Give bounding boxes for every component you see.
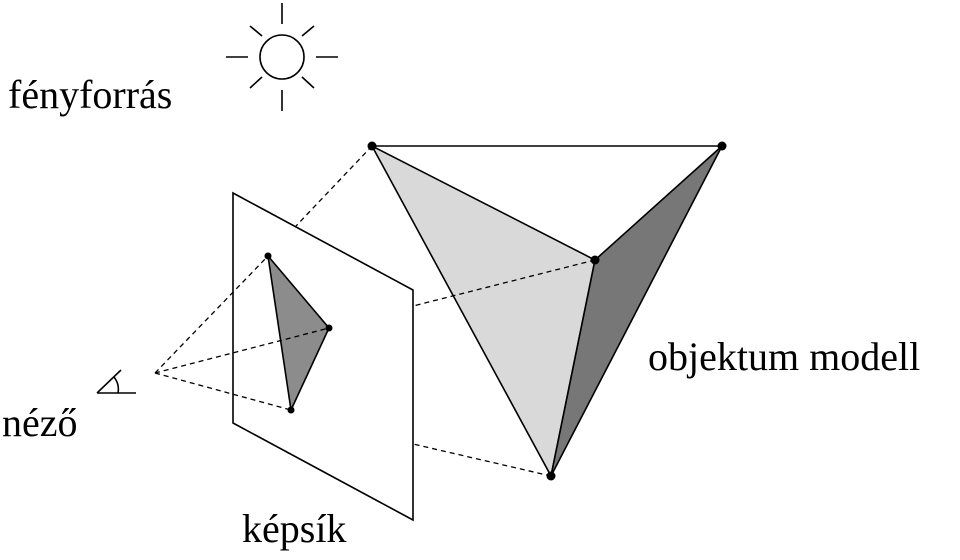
projection-rays [154, 145, 596, 477]
vertices [264, 141, 727, 481]
object-vertex-top-left [367, 141, 377, 151]
object-model-label: objektum modell [648, 334, 920, 379]
projected-vertex-bottom [287, 406, 295, 414]
viewer-label: néző [2, 400, 78, 445]
object-vertex-top-right [717, 141, 727, 151]
object-vertex-middle [590, 255, 600, 265]
projected-vertex-right [325, 324, 333, 332]
sun-icon [226, 3, 338, 111]
image-plane-label: képsík [242, 506, 346, 551]
projected-vertex-top [264, 252, 272, 260]
object-model [370, 144, 723, 479]
light-source-label: fényforrás [8, 72, 172, 117]
viewer-eye-icon [96, 369, 136, 394]
object-face-dark [550, 145, 723, 477]
object-vertex-bottom [546, 471, 556, 481]
image-plane [232, 191, 414, 522]
projected-triangle [266, 253, 330, 413]
